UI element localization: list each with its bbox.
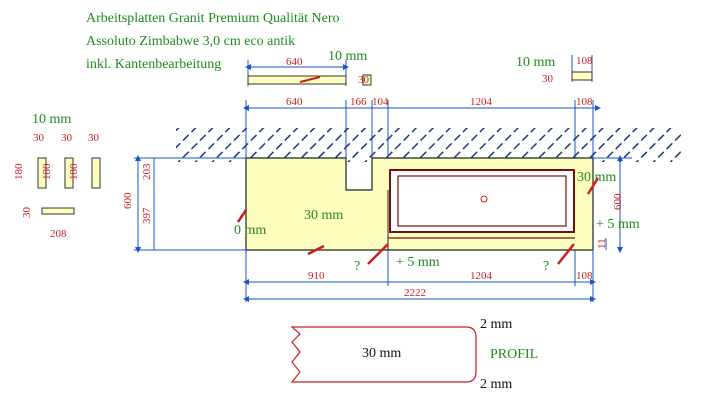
left-small-height: 30 [21,207,33,219]
top-dim-3: 104 [372,96,389,108]
left-piece-height-2: 180 [41,163,53,180]
right-piece-width: 108 [576,55,593,67]
right-dim-total: 600 [612,193,624,210]
label-left-edge: 0 mm [234,223,266,238]
label-plus-right: + 5 mm [596,217,640,232]
top-dim-2: 166 [350,96,367,108]
bottom-dim-1: 910 [308,270,325,282]
label-plus-bottom: + 5 mm [396,255,440,270]
left-dim-lower: 397 [141,207,153,224]
right-piece-thickness: 30 [542,73,554,85]
right-dim-lower: 11 [596,238,608,249]
left-piece-width-3: 30 [88,132,100,144]
total-length: 2222 [404,287,426,299]
top-piece-thickness: 30 [358,74,370,86]
label-right-thickness: 30 mm [577,170,616,185]
bottom-dim-2: 1204 [470,270,493,282]
bottom-dim-3: 108 [576,270,593,282]
profile-label: PROFIL [490,347,538,362]
left-dim-total: 600 [122,192,134,209]
left-piece-width-2: 30 [61,132,73,144]
profile-section: 30 mm 2 mm PROFIL 2 mm [290,317,538,392]
left-pieces: 10 mm 30 30 30 180 180 180 30 208 [13,112,101,240]
label-question-1: ? [354,259,360,274]
right-piece-gap: 10 mm [516,55,555,70]
top-dim-4: 1204 [470,96,493,108]
header-line-2: Assoluto Zimbabwe 3,0 cm eco antik [86,34,295,49]
top-piece: 640 10 mm 30 [245,49,372,86]
header-line-3: inkl. Kantenbearbeitung [86,57,221,72]
top-dim-5: 108 [576,96,593,108]
label-question-2: ? [543,259,549,274]
profile-thickness: 30 mm [362,346,401,361]
label-center-thickness: 30 mm [304,208,343,223]
right-piece: 10 mm 108 30 [516,55,593,85]
profile-bottom: 2 mm [480,377,512,392]
left-piece-height-3: 180 [68,163,80,180]
top-piece-width: 640 [286,56,303,68]
left-pieces-gap: 10 mm [32,112,71,127]
right-dimensions: 600 11 [593,155,632,253]
left-piece-height-1: 180 [13,163,25,180]
profile-top: 2 mm [480,317,512,332]
tap-hole [480,195,488,203]
left-dim-upper: 203 [141,163,153,180]
top-dim-1: 640 [286,96,303,108]
left-small-width: 208 [50,228,67,240]
bottom-dimensions: 910 1204 108 2222 [243,250,596,302]
left-dimensions: 600 203 397 [122,155,246,253]
wall-hatch [176,128,681,162]
header-line-1: Arbeitsplatten Granit Premium Qualität N… [86,11,340,26]
left-piece-width-1: 30 [33,132,45,144]
top-piece-gap: 10 mm [328,49,367,64]
edge-markers [236,177,600,265]
